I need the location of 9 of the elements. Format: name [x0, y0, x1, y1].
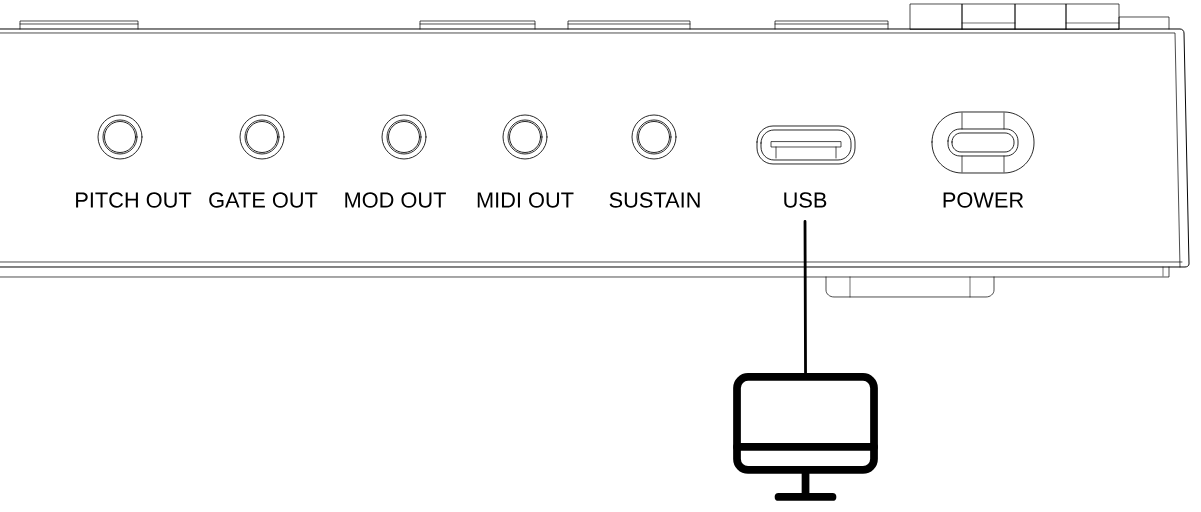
port-label: GATE OUT — [209, 192, 318, 208]
connection-line — [803, 220, 807, 375]
port-label: SUSTAIN — [609, 192, 700, 208]
port-label: MOD OUT — [345, 192, 446, 208]
port-label: PITCH OUT — [76, 192, 192, 208]
monitor-icon — [733, 373, 878, 501]
port-label: MIDI OUT — [477, 192, 574, 208]
port-label: POWER — [943, 192, 1024, 208]
port-label: USB — [784, 192, 827, 208]
